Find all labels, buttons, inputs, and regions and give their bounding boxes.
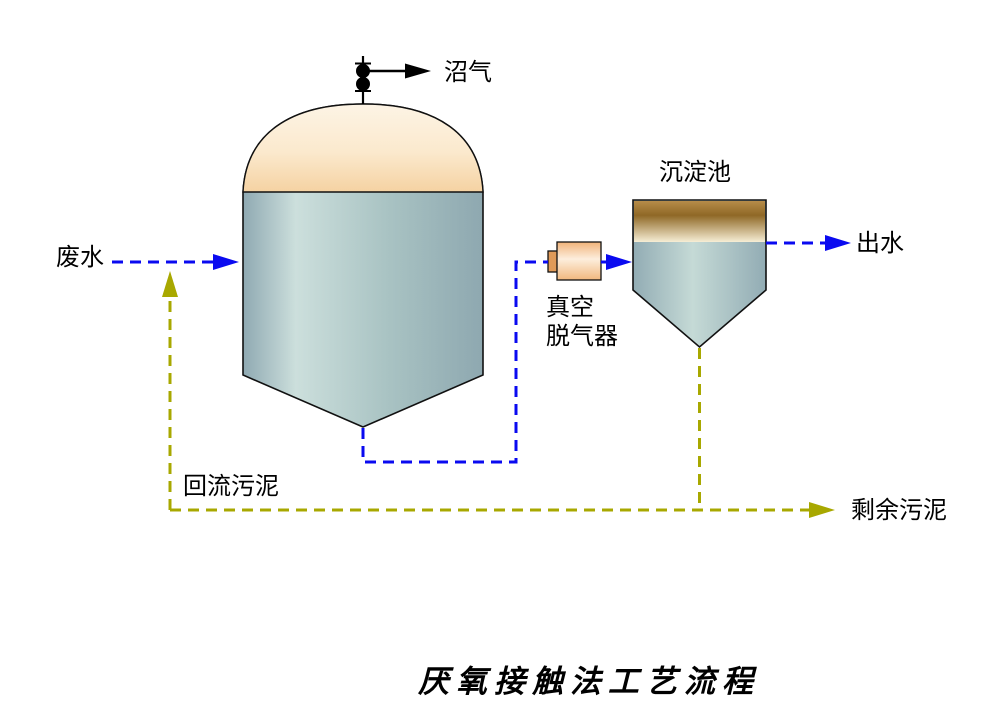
label-return-sludge: 回流污泥 <box>183 472 279 500</box>
sludge-flow-arrows <box>162 271 835 518</box>
degasser-outlet-arrow <box>606 254 632 270</box>
biogas-valve-icon <box>355 56 371 104</box>
label-biogas: 沼气 <box>444 58 492 86</box>
return-sludge-arrow <box>162 271 178 297</box>
label-excess-sludge: 剩余污泥 <box>851 496 947 524</box>
label-degasser-line2: 脱气器 <box>546 322 618 350</box>
wastewater-arrow <box>213 254 239 270</box>
label-wastewater: 废水 <box>56 243 104 271</box>
label-effluent: 出水 <box>856 229 904 257</box>
excess-sludge-arrow <box>809 502 835 518</box>
tank-outlet-line <box>361 260 548 464</box>
biogas-flow <box>369 63 431 79</box>
anaerobic-tank <box>242 103 484 428</box>
vacuum-degasser <box>547 241 602 281</box>
sludge-flow-lines <box>168 296 810 512</box>
degasser-body <box>556 241 602 281</box>
sed-tank-scum-band <box>634 201 765 242</box>
effluent-arrow <box>825 235 851 251</box>
water-flow-arrows <box>213 235 851 270</box>
diagram-title: 厌氧接触法工艺流程 <box>418 664 760 700</box>
sedimentation-tank <box>632 199 767 349</box>
tank-dome <box>242 103 484 193</box>
biogas-arrow <box>405 63 431 79</box>
label-degasser-line1: 真空 <box>546 293 594 321</box>
label-sedimentation-tank: 沉淀池 <box>659 158 731 186</box>
